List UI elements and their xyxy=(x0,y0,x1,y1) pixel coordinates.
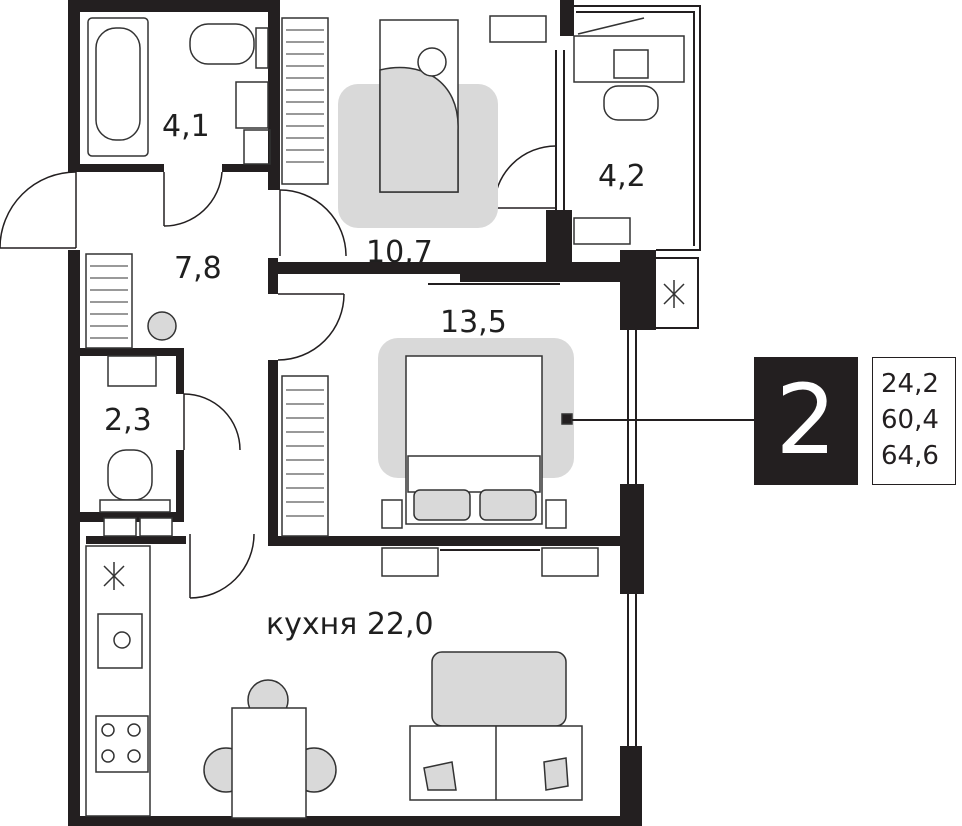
boiler xyxy=(147,311,177,341)
dresser-right xyxy=(541,547,599,577)
wc-toilet xyxy=(107,449,153,501)
radiator-2 xyxy=(281,375,329,537)
windows xyxy=(428,283,637,746)
total-area: 60,4 xyxy=(881,405,939,435)
stove xyxy=(95,715,149,773)
radiator-hall xyxy=(85,253,133,349)
area-summary: 24,2 60,4 64,6 xyxy=(872,357,956,485)
dresser-left xyxy=(381,547,439,577)
radiator-1 xyxy=(281,17,329,185)
radiator-stripes xyxy=(90,29,324,517)
kitchen-counter xyxy=(85,545,151,817)
room-label-bathroom: 4,1 xyxy=(162,109,210,144)
room-label-wc: 2,3 xyxy=(104,403,152,438)
shelf-top xyxy=(489,15,547,43)
room-label-balcony: 4,2 xyxy=(598,159,646,194)
teddy-bear xyxy=(417,47,447,77)
living-area: 24,2 xyxy=(881,369,939,399)
room-count: 2 xyxy=(775,364,837,476)
dining-table xyxy=(231,707,307,819)
walls xyxy=(68,0,656,826)
doors xyxy=(0,145,557,599)
room-label-kitchen: кухня 22,0 xyxy=(266,607,434,642)
coffee-table xyxy=(431,651,567,727)
total-area-with-balcony: 64,6 xyxy=(881,441,939,471)
furniture xyxy=(85,15,685,819)
room-label-hall: 7,8 xyxy=(174,251,222,286)
balcony-outline xyxy=(555,5,701,329)
wc-sink xyxy=(107,355,157,387)
room-label-bedroom-large: 13,5 xyxy=(440,305,507,340)
room-label-bedroom-small: 10,7 xyxy=(366,235,433,270)
room-count-badge: 2 xyxy=(754,357,858,485)
bathroom-sink xyxy=(235,81,269,129)
toilet-bathroom xyxy=(189,23,255,65)
